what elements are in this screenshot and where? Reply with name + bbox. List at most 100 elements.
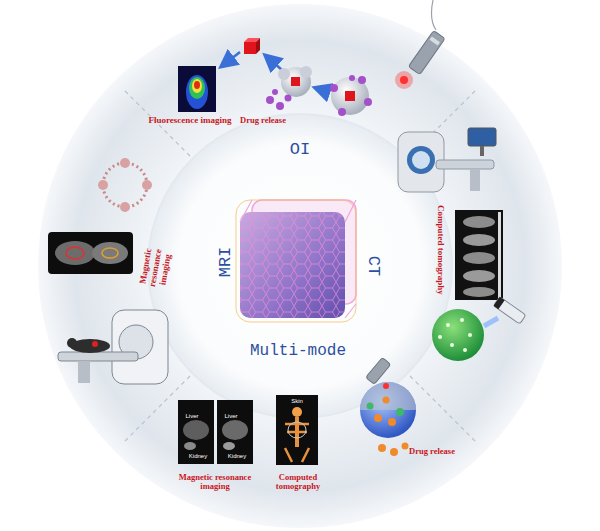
illustration-ellipse [463,234,495,246]
illustration-circle [390,448,398,456]
mri-machine [58,310,168,384]
illustration-rect [493,297,504,309]
illustration-circle [285,95,292,102]
illustration-rect [498,212,501,298]
caption-label: Computed tomography [262,473,334,492]
illustration-circle [374,414,382,422]
illustration-rect [178,66,216,112]
illustration-path [222,52,240,66]
illustration-rect [291,77,300,86]
illustration-rect [436,160,494,169]
illustration-circle [330,84,338,92]
ct-scanner [398,128,496,192]
illustration-circle [98,180,108,190]
illustration-circle [438,335,442,339]
loaded-particle [330,75,372,116]
section-dividers [123,89,477,443]
illustration-rect [345,91,355,101]
illustration-ellipse [222,420,248,440]
green-particle [432,309,484,361]
illustration-g [408,31,445,75]
illustration-circle [364,98,372,106]
illustration-path [316,88,328,92]
caption-label: Magnetic resonance imaging [172,473,258,492]
caption-label: Computed tomography [435,190,445,310]
illustration-path [240,200,356,318]
illustration-rect [468,128,496,146]
illustration-ellipse [223,442,235,450]
inner-disc [148,114,452,418]
illustration-ellipse [92,242,128,264]
section-title: MRI [217,232,236,292]
illustration-rect [217,400,253,464]
ct-skeleton-image [276,395,318,465]
caption-label: Fluorescence imaging [135,116,245,126]
illustration-circle [349,75,355,81]
illustration-ellipse [463,252,495,264]
illustration-rect [408,31,445,75]
illustration-circle [378,444,386,452]
illustration-circle [402,443,409,450]
illustration-ellipse [102,248,118,258]
illustration-ellipse [192,79,202,93]
blue-particle [360,357,416,456]
mri-ring-molecule [98,158,152,212]
illustration-ellipse [186,75,208,109]
illustration-ellipse [288,422,306,438]
illustration-rect [470,169,480,191]
illustration-g [366,357,391,384]
illustration-circle [331,77,369,115]
illustration-rect [493,297,526,324]
illustration-rect [178,400,214,464]
illustration-ellipse [463,270,495,282]
illustration-circle [400,76,408,84]
releasing-particle [266,66,312,110]
illustration-circle [463,348,467,352]
illustration-circle [120,202,130,212]
fluorescence-image [178,66,216,112]
process-arrows [222,52,328,92]
illustration-path [285,424,309,462]
organ-label: Kidney [221,453,253,460]
caption-label: Drug release [409,447,455,456]
illustration-circle [468,333,472,337]
illustration-rect [455,210,503,300]
illustration-circle [432,309,484,361]
illustration-circle [383,397,390,404]
section-title: Multi-mode [233,343,363,361]
mri-image-pair [178,400,253,464]
organ-label: Liver [215,413,247,420]
section-title: CT [364,236,383,296]
blue-laser [484,297,526,326]
red-cube [244,38,260,54]
caption-label: Drug release [223,116,303,125]
illustration-ellipse [55,241,95,265]
illustration-ellipse [194,81,200,89]
illustration-circle [460,318,464,322]
illustration-circle [388,418,396,426]
illustration-circle [103,163,147,207]
mri-image-left [48,232,133,274]
illustration-ellipse [183,420,209,440]
illustration-circle [360,382,416,438]
illustration-circle [396,408,404,416]
illustration-rect [236,200,356,322]
illustration-circle [338,108,346,116]
illustration-line [484,318,498,326]
outer-ring [38,4,562,528]
red-laser [395,0,445,89]
illustration-line [410,376,477,443]
illustration-circle [120,158,130,168]
illustration-circle [300,66,312,78]
illustration-rect [240,212,345,318]
organ-label: Skin [281,398,313,405]
illustration-circle [412,151,430,169]
illustration-rect [276,395,318,465]
illustration-rect [58,352,138,361]
section-title: OI [270,141,330,160]
illustration-circle [367,403,374,410]
illustration-circle [92,341,98,347]
illustration-ellipse [66,247,84,259]
